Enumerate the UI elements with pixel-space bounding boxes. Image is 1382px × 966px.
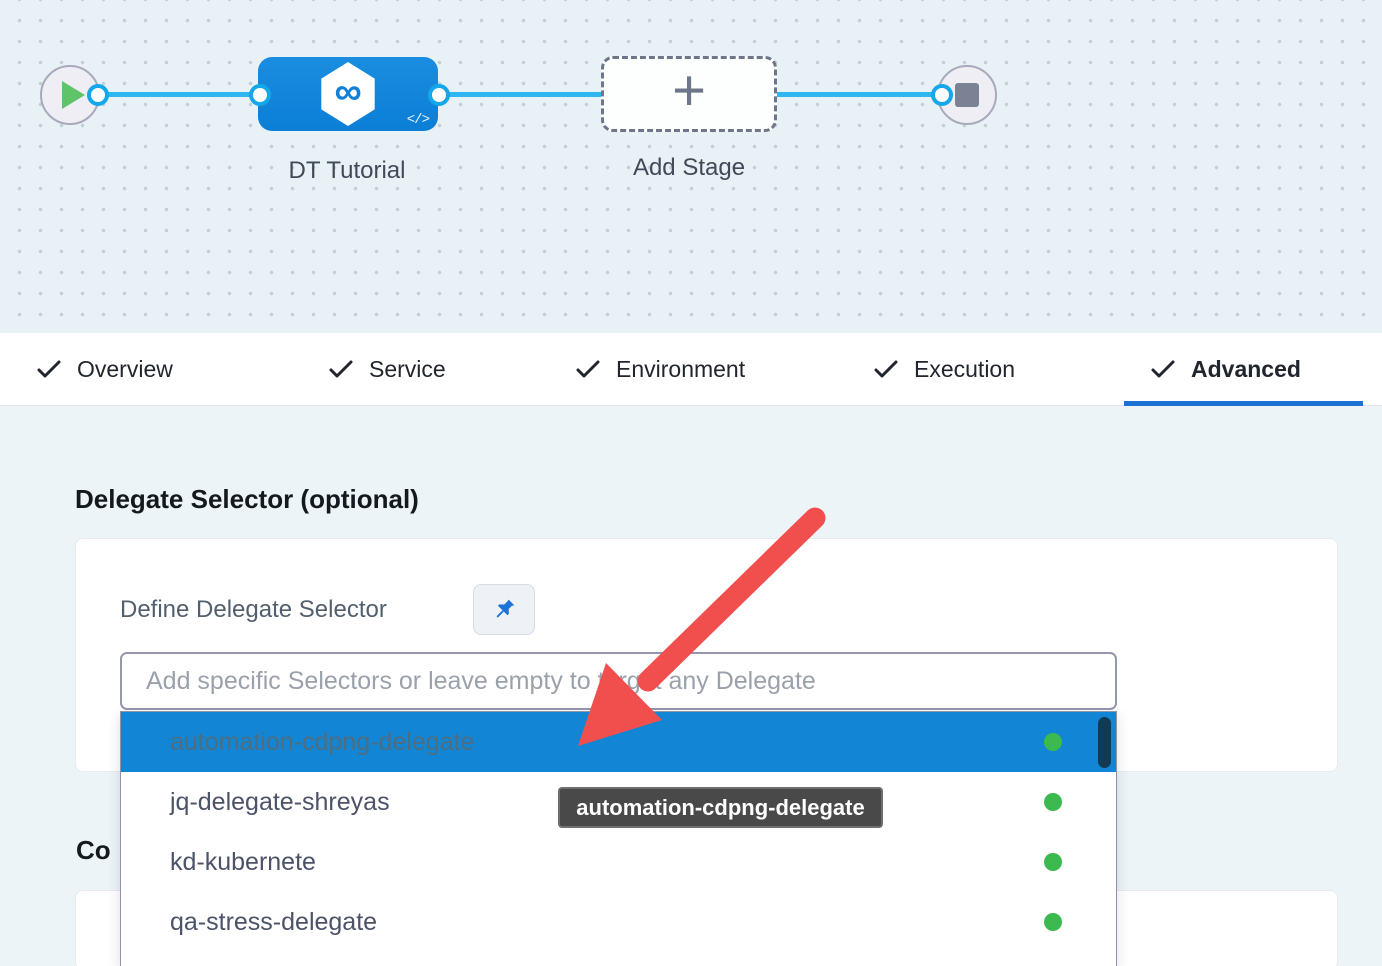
delegate-tooltip: automation-cdpng-delegate: [558, 787, 883, 828]
checkmark-icon: [873, 359, 899, 379]
status-dot-connected: [1044, 733, 1062, 751]
stage-node-dt-tutorial[interactable]: ∞ </>: [258, 57, 438, 131]
port-stage-out[interactable]: [428, 84, 450, 106]
define-delegate-selector-label: Define Delegate Selector: [120, 596, 387, 624]
checkmark-icon: [36, 359, 62, 379]
edge-start-to-stage: [97, 92, 262, 97]
dropdown-option-kd-kubernete[interactable]: kd-kubernete: [121, 832, 1116, 892]
code-icon: </>: [407, 112, 429, 128]
pipeline-canvas[interactable]: ∞ </> + DT Tutorial Add Stage: [0, 0, 1382, 333]
dropdown-option-qa-stress-delegate[interactable]: qa-stress-delegate: [121, 892, 1116, 952]
tab-service[interactable]: Service: [328, 333, 446, 405]
stage-tabbar: Overview Service Environment Execution A…: [0, 333, 1382, 406]
status-dot-connected: [1044, 913, 1062, 931]
edge-addstage-to-end: [775, 92, 945, 97]
dropdown-option-automation-cdpng-delegate[interactable]: automation-cdpng-delegate: [121, 712, 1116, 772]
tab-execution[interactable]: Execution: [873, 333, 1015, 405]
status-dot-connected: [1044, 853, 1062, 871]
delegate-selector-heading: Delegate Selector (optional): [75, 484, 419, 515]
harness-stage-icon: ∞: [319, 62, 377, 126]
next-section-heading-partial: Co: [76, 835, 111, 866]
port-stage-in[interactable]: [249, 84, 271, 106]
checkmark-icon: [575, 359, 601, 379]
checkmark-icon: [1150, 359, 1176, 379]
port-end-in[interactable]: [931, 84, 953, 106]
tab-advanced[interactable]: Advanced: [1150, 333, 1301, 405]
dropdown-scrollbar-thumb[interactable]: [1098, 717, 1111, 768]
stop-icon: [955, 83, 979, 107]
tab-environment[interactable]: Environment: [575, 333, 745, 405]
plus-icon: +: [672, 62, 706, 120]
delegate-selector-input[interactable]: [120, 652, 1117, 710]
port-start-out[interactable]: [87, 84, 109, 106]
add-stage-button[interactable]: +: [601, 56, 777, 132]
delegate-dropdown: automation-cdpng-delegate jq-delegate-sh…: [120, 711, 1117, 966]
add-stage-label: Add Stage: [579, 154, 799, 182]
status-dot-connected: [1044, 793, 1062, 811]
tab-overview[interactable]: Overview: [36, 333, 173, 405]
checkmark-icon: [328, 359, 354, 379]
active-tab-underline: [1124, 401, 1363, 406]
edge-stage-to-addstage: [438, 92, 605, 97]
pin-icon: [486, 591, 523, 628]
pin-toggle-button[interactable]: [473, 584, 535, 635]
play-icon: [62, 81, 85, 109]
stage-label: DT Tutorial: [237, 157, 457, 185]
